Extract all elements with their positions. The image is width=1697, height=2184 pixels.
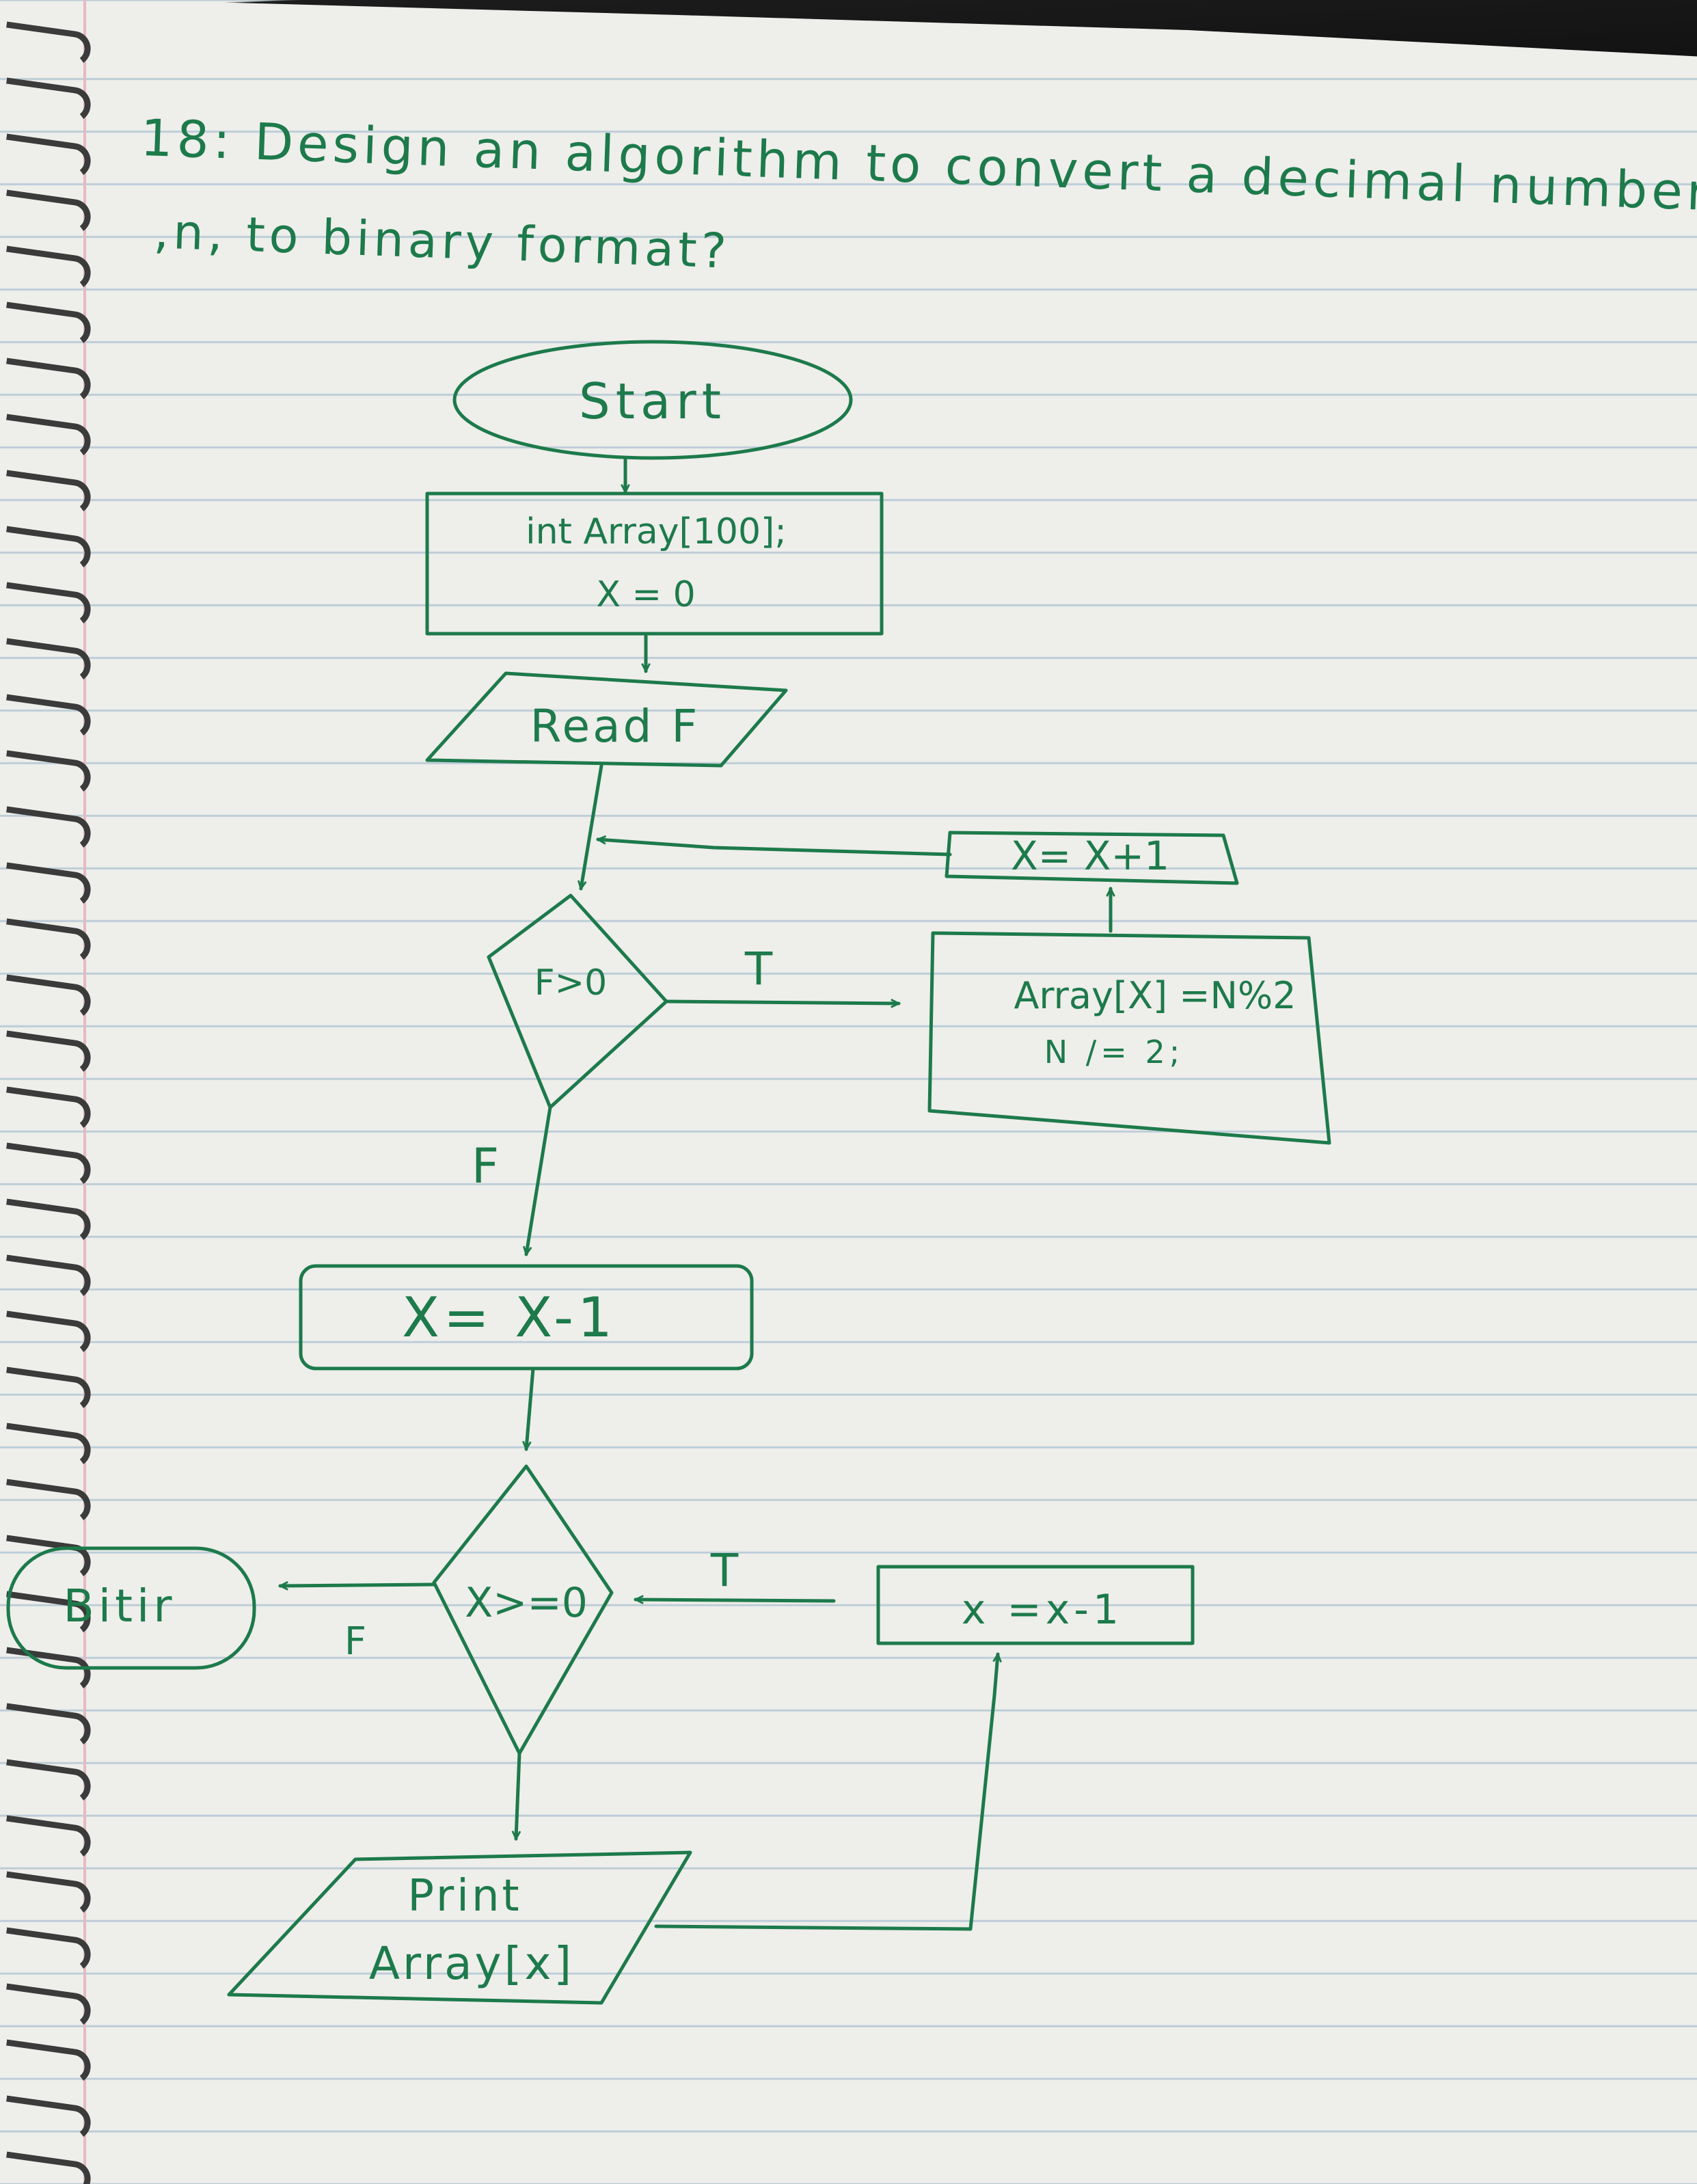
arrow-dec2-to-cond2	[634, 1600, 836, 1601]
end-label: Bitir	[64, 1580, 176, 1632]
decrement-box-1	[299, 1264, 754, 1371]
decrement-2-label: x =x-1	[962, 1586, 1123, 1634]
margin-line	[83, 0, 86, 2184]
arrow-cond1-false	[526, 1105, 552, 1254]
condition-1-false-label: F	[472, 1138, 499, 1194]
arrow-cond2-false	[278, 1585, 436, 1586]
condition-2-true-label: T	[710, 1544, 739, 1597]
arrow-print-to-dec2	[654, 1652, 998, 1931]
body-box	[927, 931, 1331, 1145]
condition-1-true-label: T	[744, 943, 773, 995]
start-label: Start	[579, 373, 727, 430]
print-label-2: Array[x]	[369, 1937, 574, 1990]
body-label-1: Array[X] =N%2	[1014, 974, 1296, 1017]
decrement-1-label: X= X-1	[402, 1286, 616, 1349]
print-parallelogram	[227, 1850, 692, 2005]
condition-2-false-label: F	[344, 1619, 366, 1664]
arrow-read-to-cond1	[581, 764, 603, 889]
init-label-2: X = 0	[596, 574, 695, 615]
arrow-cond2-to-print	[516, 1751, 521, 1841]
start-oval	[452, 340, 853, 460]
arrow-cond1-true	[664, 1001, 901, 1003]
body-label-2: N /= 2;	[1044, 1034, 1184, 1070]
print-label-1: Print	[407, 1871, 521, 1922]
end-terminal	[6, 1546, 256, 1670]
read-label: Read F	[530, 700, 701, 753]
arrow-dec1-to-cond2	[526, 1366, 535, 1451]
init-box	[425, 491, 884, 636]
decrement-box-2	[876, 1565, 1195, 1645]
arrow-inc-loop-back	[596, 839, 952, 857]
condition-1-label: F>0	[534, 962, 608, 1003]
condition-2-label: X>=0	[465, 1579, 588, 1627]
increment-label: X= X+1	[1011, 833, 1169, 879]
read-parallelogram	[425, 671, 788, 768]
init-label-1: int Array[100];	[526, 511, 787, 552]
increment-box	[945, 831, 1239, 885]
